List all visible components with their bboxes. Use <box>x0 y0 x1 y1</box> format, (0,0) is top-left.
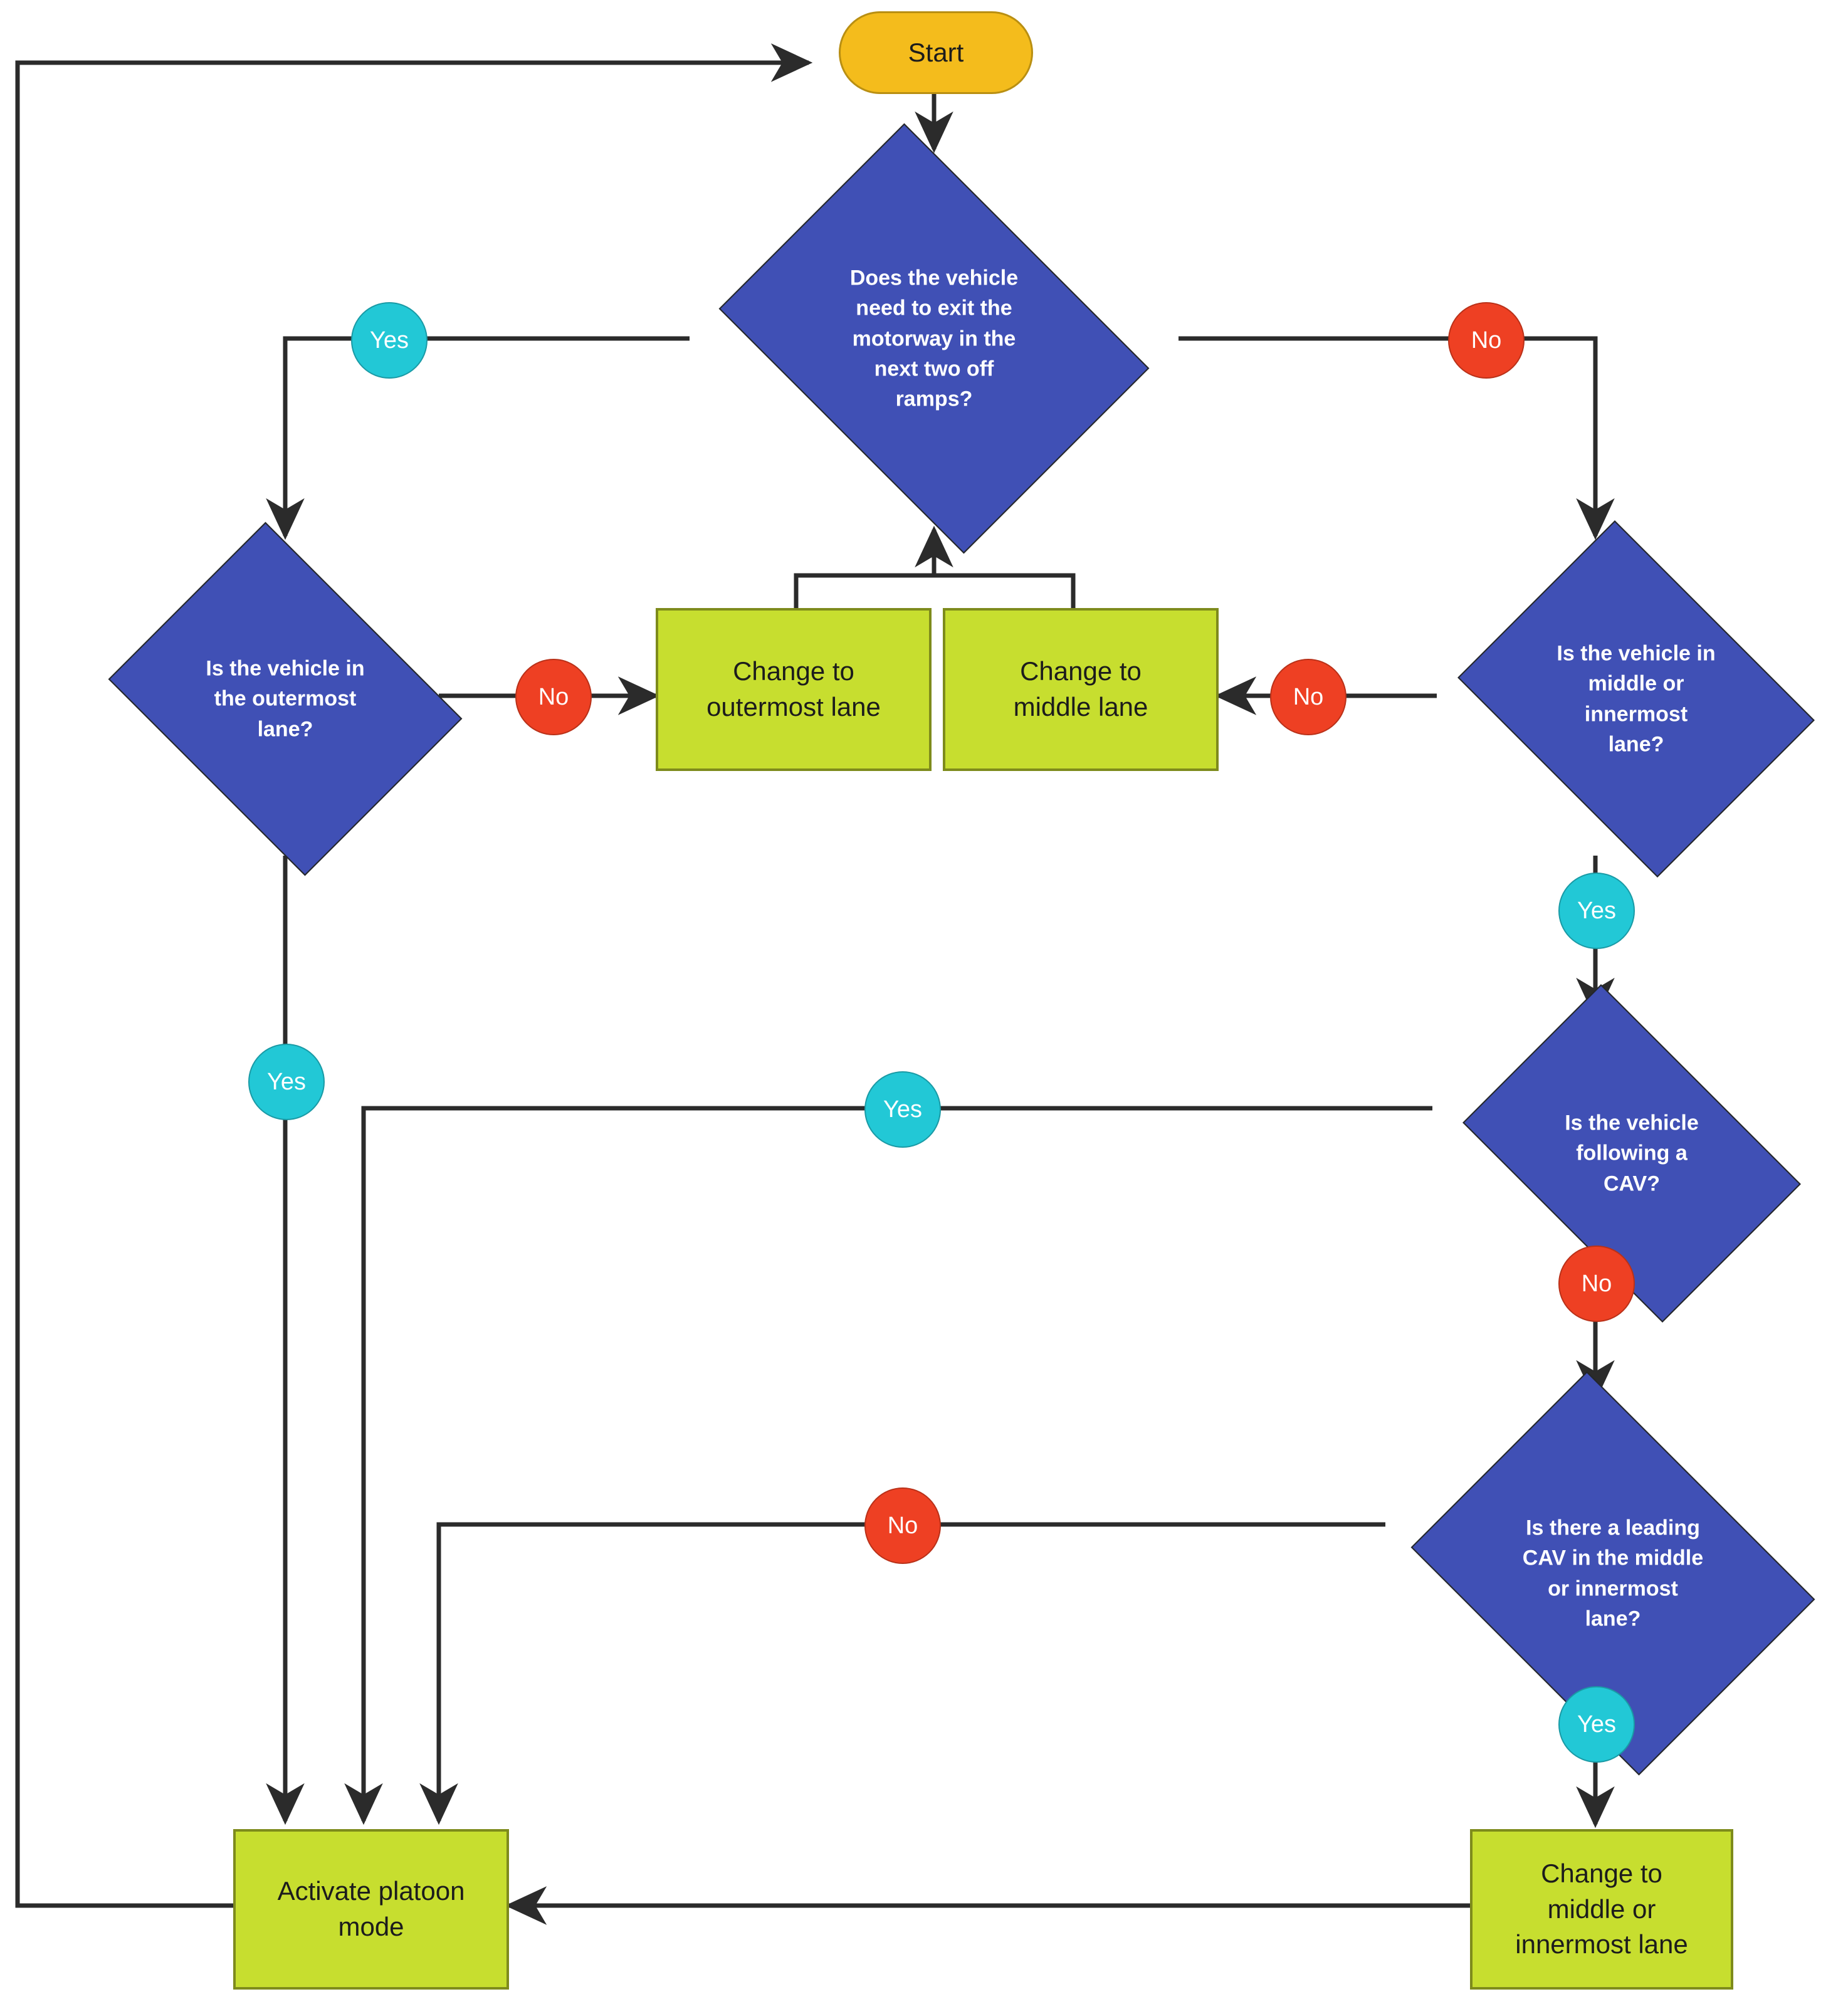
node-change-middle[interactable]: Change to middle lane <box>943 608 1219 771</box>
edge-label-text: No <box>1471 327 1502 354</box>
edge-label-text: Yes <box>1577 897 1616 924</box>
edge-label-text: Yes <box>267 1068 306 1095</box>
edge-label-exit-yes: Yes <box>351 302 428 379</box>
edge-exit-no <box>1179 336 1615 540</box>
edge-label-text: Yes <box>1577 1711 1616 1738</box>
node-activate-platoon-label: Activate platoon mode <box>277 1876 465 1941</box>
node-change-middle-inner[interactable]: Change to middle or innermost lane <box>1470 1829 1733 1990</box>
edge-label-text: Yes <box>883 1096 922 1123</box>
edge-exit-yes <box>266 336 690 540</box>
node-activate-platoon[interactable]: Activate platoon mode <box>233 1829 509 1990</box>
node-change-outermost-label: Change to outermost lane <box>706 656 881 721</box>
node-change-middle-label: Change to middle lane <box>1013 656 1148 721</box>
edge-label-middle-inner-no: No <box>1270 659 1347 735</box>
node-start[interactable]: Start <box>839 11 1033 94</box>
node-change-middle-inner-label: Change to middle or innermost lane <box>1515 1858 1688 1959</box>
edge-label-outermost-yes: Yes <box>248 1044 325 1120</box>
edge-label-text: No <box>538 683 569 710</box>
edge-label-middle-inner-yes: Yes <box>1558 873 1635 949</box>
diamond-shape <box>1457 520 1815 878</box>
node-following-cav-decision[interactable]: Is the vehicle following a CAV? <box>1432 984 1831 1323</box>
node-exit-decision[interactable]: Does the vehicle need to exit the motorw… <box>690 123 1179 554</box>
edge-label-outermost-no: No <box>515 659 592 735</box>
diamond-shape <box>108 522 463 876</box>
edge-label-text: No <box>1293 683 1324 710</box>
edge-label-leading-cav-no: No <box>864 1487 941 1564</box>
edge-label-exit-no: No <box>1448 302 1525 379</box>
edge-label-text: No <box>1581 1270 1612 1297</box>
node-start-label: Start <box>908 38 964 67</box>
node-middle-inner-decision[interactable]: Is the vehicle in middle or innermost la… <box>1437 520 1835 878</box>
edge-label-text: No <box>887 1512 918 1539</box>
edge-label-text: Yes <box>370 327 409 354</box>
edge-loop-to-start <box>15 43 813 1908</box>
node-outermost-decision[interactable]: Is the vehicle in the outermost lane? <box>89 522 481 876</box>
edge-leading-cav-no <box>419 1522 1385 1825</box>
edge-label-following-cav-yes: Yes <box>864 1071 941 1148</box>
diamond-shape <box>718 123 1150 554</box>
edge-label-following-cav-no: No <box>1558 1246 1635 1322</box>
edge-label-leading-cav-yes: Yes <box>1558 1686 1635 1763</box>
node-change-outermost[interactable]: Change to outermost lane <box>656 608 932 771</box>
edge-following-cav-yes <box>344 1106 1432 1825</box>
